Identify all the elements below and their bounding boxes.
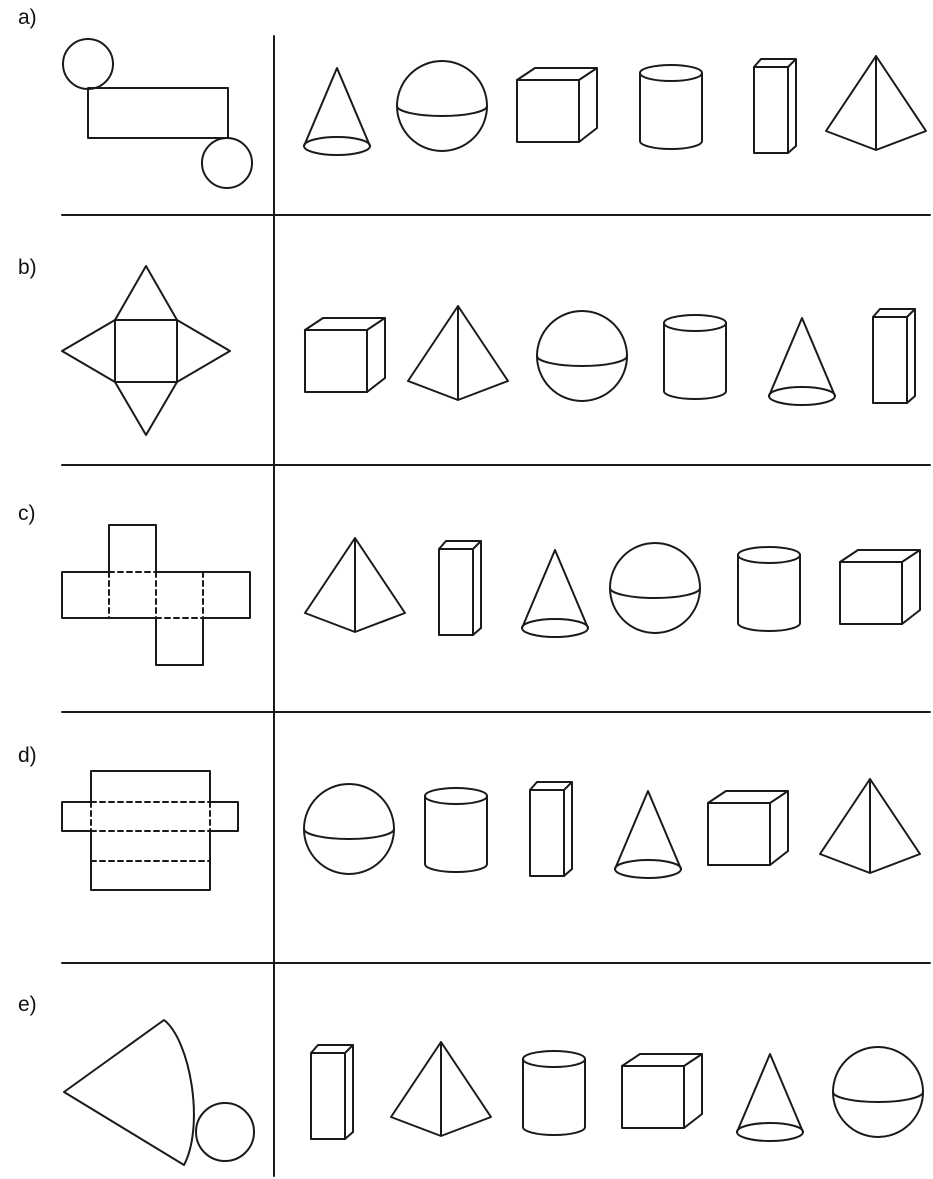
cube-net [62,525,250,665]
option-cone-5-5 [737,1054,803,1141]
shape-options [304,56,926,1141]
option-rectangular-prism-2-6 [873,309,915,403]
option-rectangular-prism-5-1 [311,1045,353,1139]
option-cone-2-5 [769,318,835,405]
option-pyramid-1-6 [826,56,926,150]
option-cylinder-3-5 [738,547,800,631]
option-pyramid-5-2 [391,1042,491,1136]
option-cone-4-4 [615,791,681,878]
option-cylinder-4-2 [425,788,487,872]
cone-net [64,1020,254,1165]
option-rectangular-prism-3-2 [439,541,481,635]
option-sphere-5-6 [833,1047,923,1137]
option-pyramid-4-6 [820,779,920,873]
option-rectangular-prism-4-3 [530,782,572,876]
option-sphere-2-3 [537,311,627,401]
cylinder-net [63,39,252,188]
pyramid-net [62,266,230,435]
option-cone-1-1 [304,68,370,155]
option-pyramid-3-1 [305,538,405,632]
option-cube-4-5 [708,791,788,865]
option-cube-5-4 [622,1054,702,1128]
option-sphere-4-1 [304,784,394,874]
option-sphere-3-4 [610,543,700,633]
option-cube-3-6 [840,550,920,624]
option-sphere-1-2 [397,61,487,151]
option-cylinder-1-4 [640,65,702,149]
option-rectangular-prism-1-5 [754,59,796,153]
option-cube-2-1 [305,318,385,392]
rectangular-prism-net [62,771,238,890]
option-pyramid-2-2 [408,306,508,400]
option-cylinder-2-4 [664,315,726,399]
option-cylinder-5-3 [523,1051,585,1135]
option-cone-3-3 [522,550,588,637]
option-cube-1-3 [517,68,597,142]
